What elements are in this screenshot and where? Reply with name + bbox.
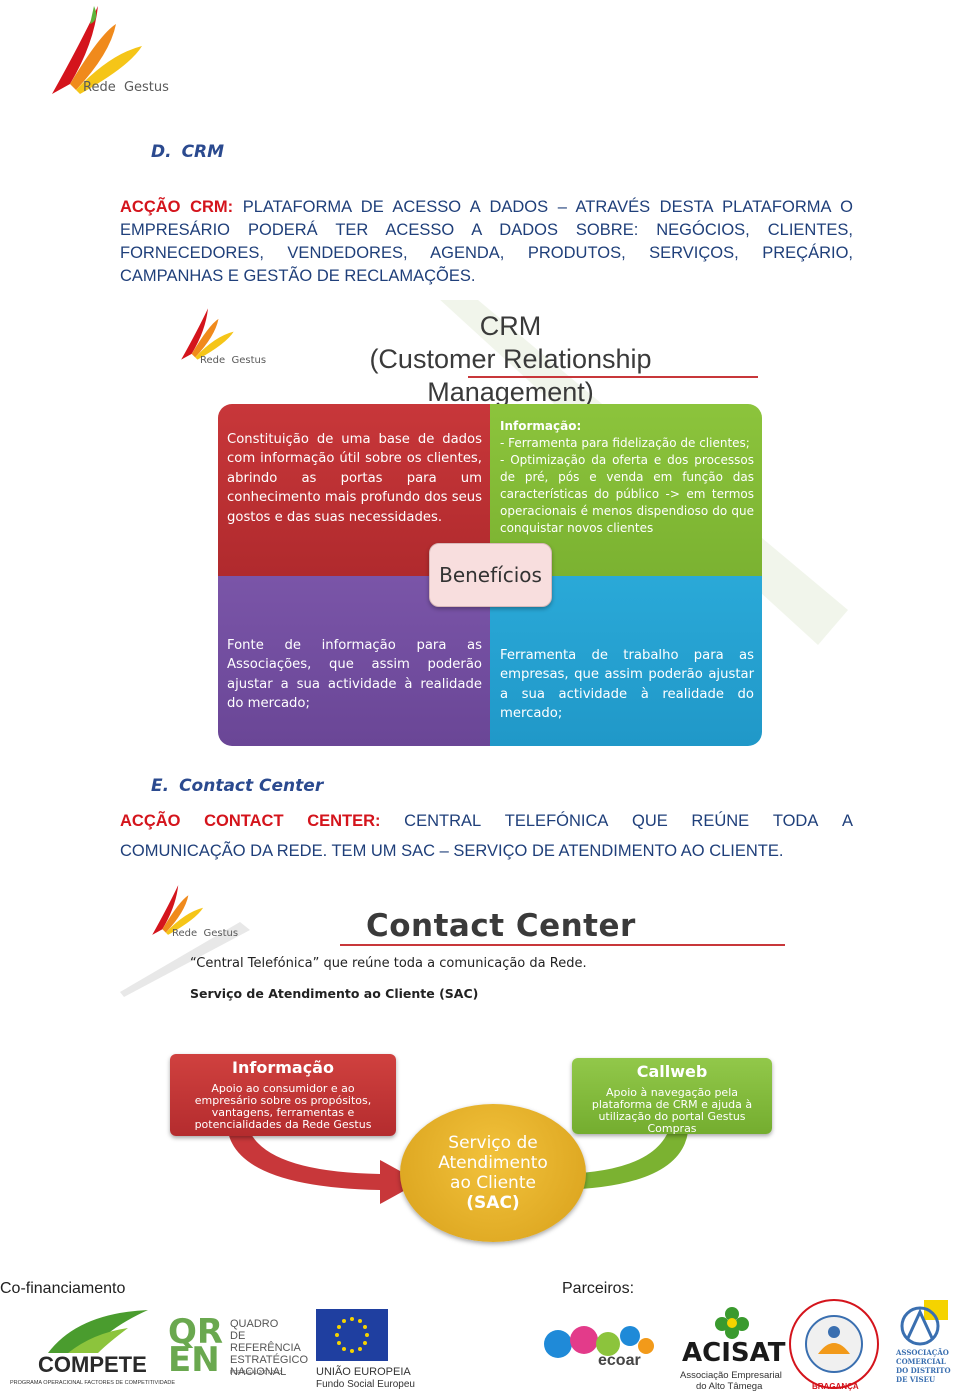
quadrant-text: Informação: - Ferramenta para fidelizaçã… <box>500 419 754 535</box>
callweb-body: Apoio à navegação pela plataforma de CRM… <box>591 1086 753 1135</box>
eu-subtext: Fundo Social Europeu <box>316 1379 415 1390</box>
section-e-heading: E. Contact Center <box>151 776 323 796</box>
ecoar-text: ecoar <box>598 1352 641 1369</box>
rede-gestus-logo-icon <box>152 885 204 935</box>
section-d-heading: D. CRM <box>151 142 224 162</box>
compete-subtext: PROGRAMA OPERACIONAL FACTORES DE COMPETI… <box>10 1380 176 1386</box>
callweb-box: Callweb Apoio à navegação pela plataform… <box>572 1058 772 1135</box>
para-line: COMUNICAÇÃO DA REDE. TEM UM SAC – SERVIÇ… <box>120 842 784 860</box>
contact-center-diagram: Rede Gestus Contact Center “Central Tele… <box>120 882 800 1252</box>
benefits-label: Benefícios <box>429 543 552 607</box>
crm-diagram: Rede Gestus CRM (Customer Relationship M… <box>178 300 858 750</box>
description-line: “Central Telefónica” que reúne toda a co… <box>190 956 587 971</box>
viseu-text: ASSOCIAÇÃO COMERCIAL DO DISTRITO DE VISE… <box>896 1348 951 1384</box>
para-line: CAMPANHAS E GESTÃO DE RECLAMAÇÕES. <box>120 267 476 285</box>
para-line: ACÇÃO CONTACT CENTER: CENTRAL TELEFÓNICA… <box>120 812 853 830</box>
quadrant-top-left: Constituição de uma base de dados com in… <box>218 404 490 576</box>
title-underline <box>468 376 758 378</box>
crm-title: CRM (Customer Relationship Management) <box>369 311 652 407</box>
viseu-logo: ASSOCIAÇÃO COMERCIAL DO DISTRITO DE VISE… <box>896 1298 956 1388</box>
partners-label: Parceiros: <box>562 1280 635 1297</box>
acisat-flower-icon <box>715 1307 749 1339</box>
title-underline <box>340 944 785 946</box>
ecoar-bubbles-icon <box>544 1326 654 1358</box>
compete-text: COMPETE <box>38 1352 147 1377</box>
decoration-stripe <box>120 922 250 997</box>
logo-text: Rede Gestus <box>200 355 267 366</box>
info-title: Informação <box>232 1058 334 1077</box>
logo-text: Rede Gestus <box>172 928 239 939</box>
qren-text: QUADRO DE REFERÊNCIA ESTRATÉGICO NACIONA… <box>230 1318 309 1378</box>
section-title: CRM <box>181 142 225 162</box>
section-e-paragraph: ACÇÃO CONTACT CENTER: CENTRAL TELEFÓNICA… <box>120 810 853 863</box>
quadrant-text: Ferramenta de trabalho para as empresas,… <box>500 648 754 722</box>
logo-text: Rede Gestus <box>83 80 169 95</box>
quadrant-text: Constituição de uma base de dados com in… <box>227 432 482 525</box>
eu-flag-icon <box>316 1309 388 1361</box>
red-arrow <box>228 1132 420 1204</box>
acisat-logo: ACISAT Associação Empresarial do Alto Tâ… <box>680 1306 785 1392</box>
section-title: Contact Center <box>179 776 324 796</box>
qren-subtext: PORTUGAL 2007.2013 <box>230 1370 283 1376</box>
acisat-subtext: Associação Empresarial <box>680 1370 782 1381</box>
quadrant-top-right: Informação: - Ferramenta para fidelizaçã… <box>490 404 762 576</box>
braganca-logo: BRAGANÇA <box>784 1298 884 1394</box>
section-d-paragraph: ACÇÃO CRM: PLATAFORMA DE ACESSO A DADOS … <box>120 196 853 288</box>
info-box: Informação Apoio ao consumidor e ao empr… <box>170 1054 396 1136</box>
cofinancing-label: Co-financiamento <box>0 1280 126 1297</box>
eu-logo: UNIÃO EUROPEIA Fundo Social Europeu <box>314 1309 415 1393</box>
section-letter: D. <box>151 142 172 162</box>
action-label: ACÇÃO CRM: <box>120 198 234 216</box>
compete-bird-icon <box>48 1310 148 1353</box>
contact-center-title: Contact Center <box>366 908 636 944</box>
compete-logo: COMPETE PROGRAMA OPERACIONAL FACTORES DE… <box>8 1308 175 1390</box>
para-line: FORNECEDORES, VENDEDORES, AGENDA, PRODUT… <box>120 244 853 262</box>
info-body: Apoio ao consumidor e ao empresário sobr… <box>194 1082 372 1131</box>
description-line: Serviço de Atendimento ao Cliente (SAC) <box>190 986 479 1001</box>
acisat-subtext: do Alto Tâmega <box>696 1381 763 1392</box>
acisat-text: ACISAT <box>682 1338 786 1368</box>
rede-gestus-logo-icon <box>181 308 234 360</box>
para-line: EMPRESÁRIO PODERÁ TER ACESSO A DADOS SOB… <box>120 221 853 239</box>
section-letter: E. <box>151 776 170 796</box>
braganca-seal-icon <box>789 1299 879 1389</box>
quadrant-text: Fonte de informação para as Associações,… <box>227 638 482 712</box>
rede-gestus-logo-icon <box>52 6 142 94</box>
ecoar-logo: ecoar <box>542 1322 664 1376</box>
sac-circle: Serviço de Atendimento ao Cliente (SAC) <box>400 1104 586 1242</box>
para-line: ACÇÃO CRM: PLATAFORMA DE ACESSO A DADOS … <box>120 198 853 216</box>
header-logo: Rede Gestus <box>50 4 180 100</box>
braganca-text: BRAGANÇA <box>812 1382 859 1391</box>
viseu-emblem-icon <box>900 1300 948 1346</box>
eu-text: UNIÃO EUROPEIA <box>316 1366 411 1378</box>
callweb-title: Callweb <box>636 1062 708 1081</box>
